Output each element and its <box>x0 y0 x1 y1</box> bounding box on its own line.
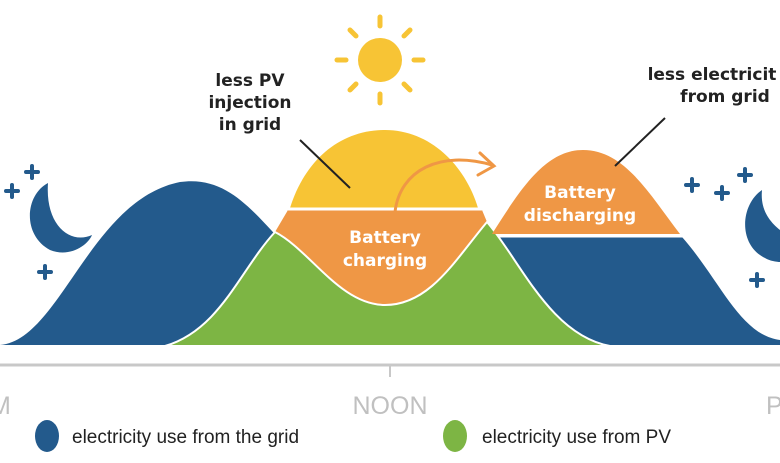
legend-label-pv: electricity use from PV <box>482 427 671 448</box>
pointer-line <box>299 139 351 189</box>
axis-label-noon: NOON <box>353 392 428 420</box>
moon-icon <box>29 183 93 253</box>
axis-label-left: M <box>0 392 11 420</box>
legend-label-grid: electricity use from the grid <box>72 427 299 448</box>
less-pv-label: less PV <box>215 71 285 91</box>
charging-label: charging <box>343 251 427 271</box>
grid-use-right-area <box>490 237 780 345</box>
battery-discharging-area <box>492 150 680 234</box>
charging-label: Battery <box>349 228 421 248</box>
discharging-label: discharging <box>524 206 636 226</box>
less-pv-label: injection <box>208 93 291 113</box>
star-icon <box>4 164 765 288</box>
moon-icon <box>745 190 780 262</box>
discharging-label: Battery <box>544 183 616 203</box>
pointer-line <box>614 117 666 167</box>
legend-swatch-grid <box>35 420 59 452</box>
less-grid-label: less electricit <box>648 65 777 85</box>
less-pv-label: in grid <box>219 115 281 135</box>
sun-icon <box>334 14 426 106</box>
pv-use-area <box>164 220 611 347</box>
less-grid-label: from grid <box>680 87 770 107</box>
battery-charging-area <box>275 210 487 305</box>
grid-use-left-area <box>0 181 290 345</box>
axis-label-right: P <box>766 392 780 420</box>
pv-injection-area <box>290 130 478 208</box>
arrow-icon <box>393 151 497 214</box>
legend-swatch-pv <box>443 420 467 452</box>
